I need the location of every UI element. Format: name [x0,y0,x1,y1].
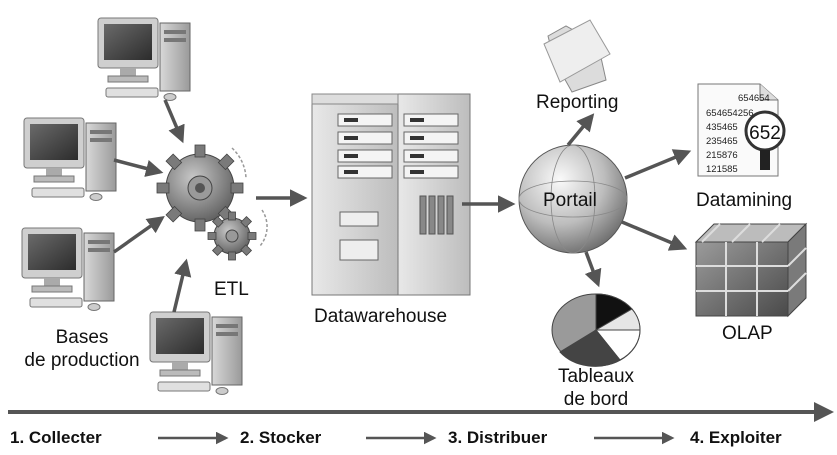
source-computer-3 [21,227,115,311]
portal-sphere [518,144,628,254]
datamining-label: Datamining [696,190,793,211]
etl-label: ETL [214,279,249,300]
arrow-portal-reporting [566,113,595,147]
datamining-number-6: 121585 [706,164,738,175]
reporting-folder-icon [543,19,611,93]
step-label-collecter: 1. Collecter [10,428,102,447]
arrow-portal-datamining [624,149,692,180]
datawarehouse-servers-icon [311,93,471,296]
step-label-exploiter: 4. Exploiter [690,428,782,447]
datamining-number-2: 654654256 [706,108,754,119]
datamining-number-1: 654654 [738,93,770,104]
datamining-number-4: 235465 [706,136,738,147]
arrow-portal-dashboards [584,251,602,288]
datamining-number-5: 215876 [706,150,738,161]
arrow-source1-etl [163,99,185,144]
magnifier-icon: 652 [744,110,786,170]
step-label-distribuer: 3. Distribuer [448,428,548,447]
sources-label-line2: de production [24,350,140,371]
etl-gears-icon [156,144,268,261]
arrow-source4-etl [172,258,192,313]
olap-label: OLAP [722,323,773,344]
portal-label: Portail [543,190,597,211]
datamining-document-icon: 654654 654654256 435465 235465 215876 12… [697,83,786,177]
step-label-stocker: 2. Stocker [240,428,322,447]
arrow-source2-etl [113,158,164,177]
reporting-label: Reporting [536,92,619,113]
sources-label-line1: Bases [55,327,109,348]
magnifier-text: 652 [749,123,781,144]
sources-label: Bases de production [22,326,142,372]
arrow-source3-etl [112,215,165,254]
source-computer-1 [97,17,191,101]
dashboards-label-line1: Tableaux [557,366,635,387]
arrow-portal-olap [621,220,688,251]
datamining-number-3: 435465 [706,122,738,133]
source-computer-4 [149,311,243,395]
olap-cube-icon [694,222,808,318]
dashboards-label: Tableaux de bord [546,365,646,411]
dashboards-label-line2: de bord [563,389,629,410]
warehouse-label: Datawarehouse [314,306,448,327]
dashboards-pie-chart-icon [551,293,641,367]
source-computer-2 [23,117,117,201]
